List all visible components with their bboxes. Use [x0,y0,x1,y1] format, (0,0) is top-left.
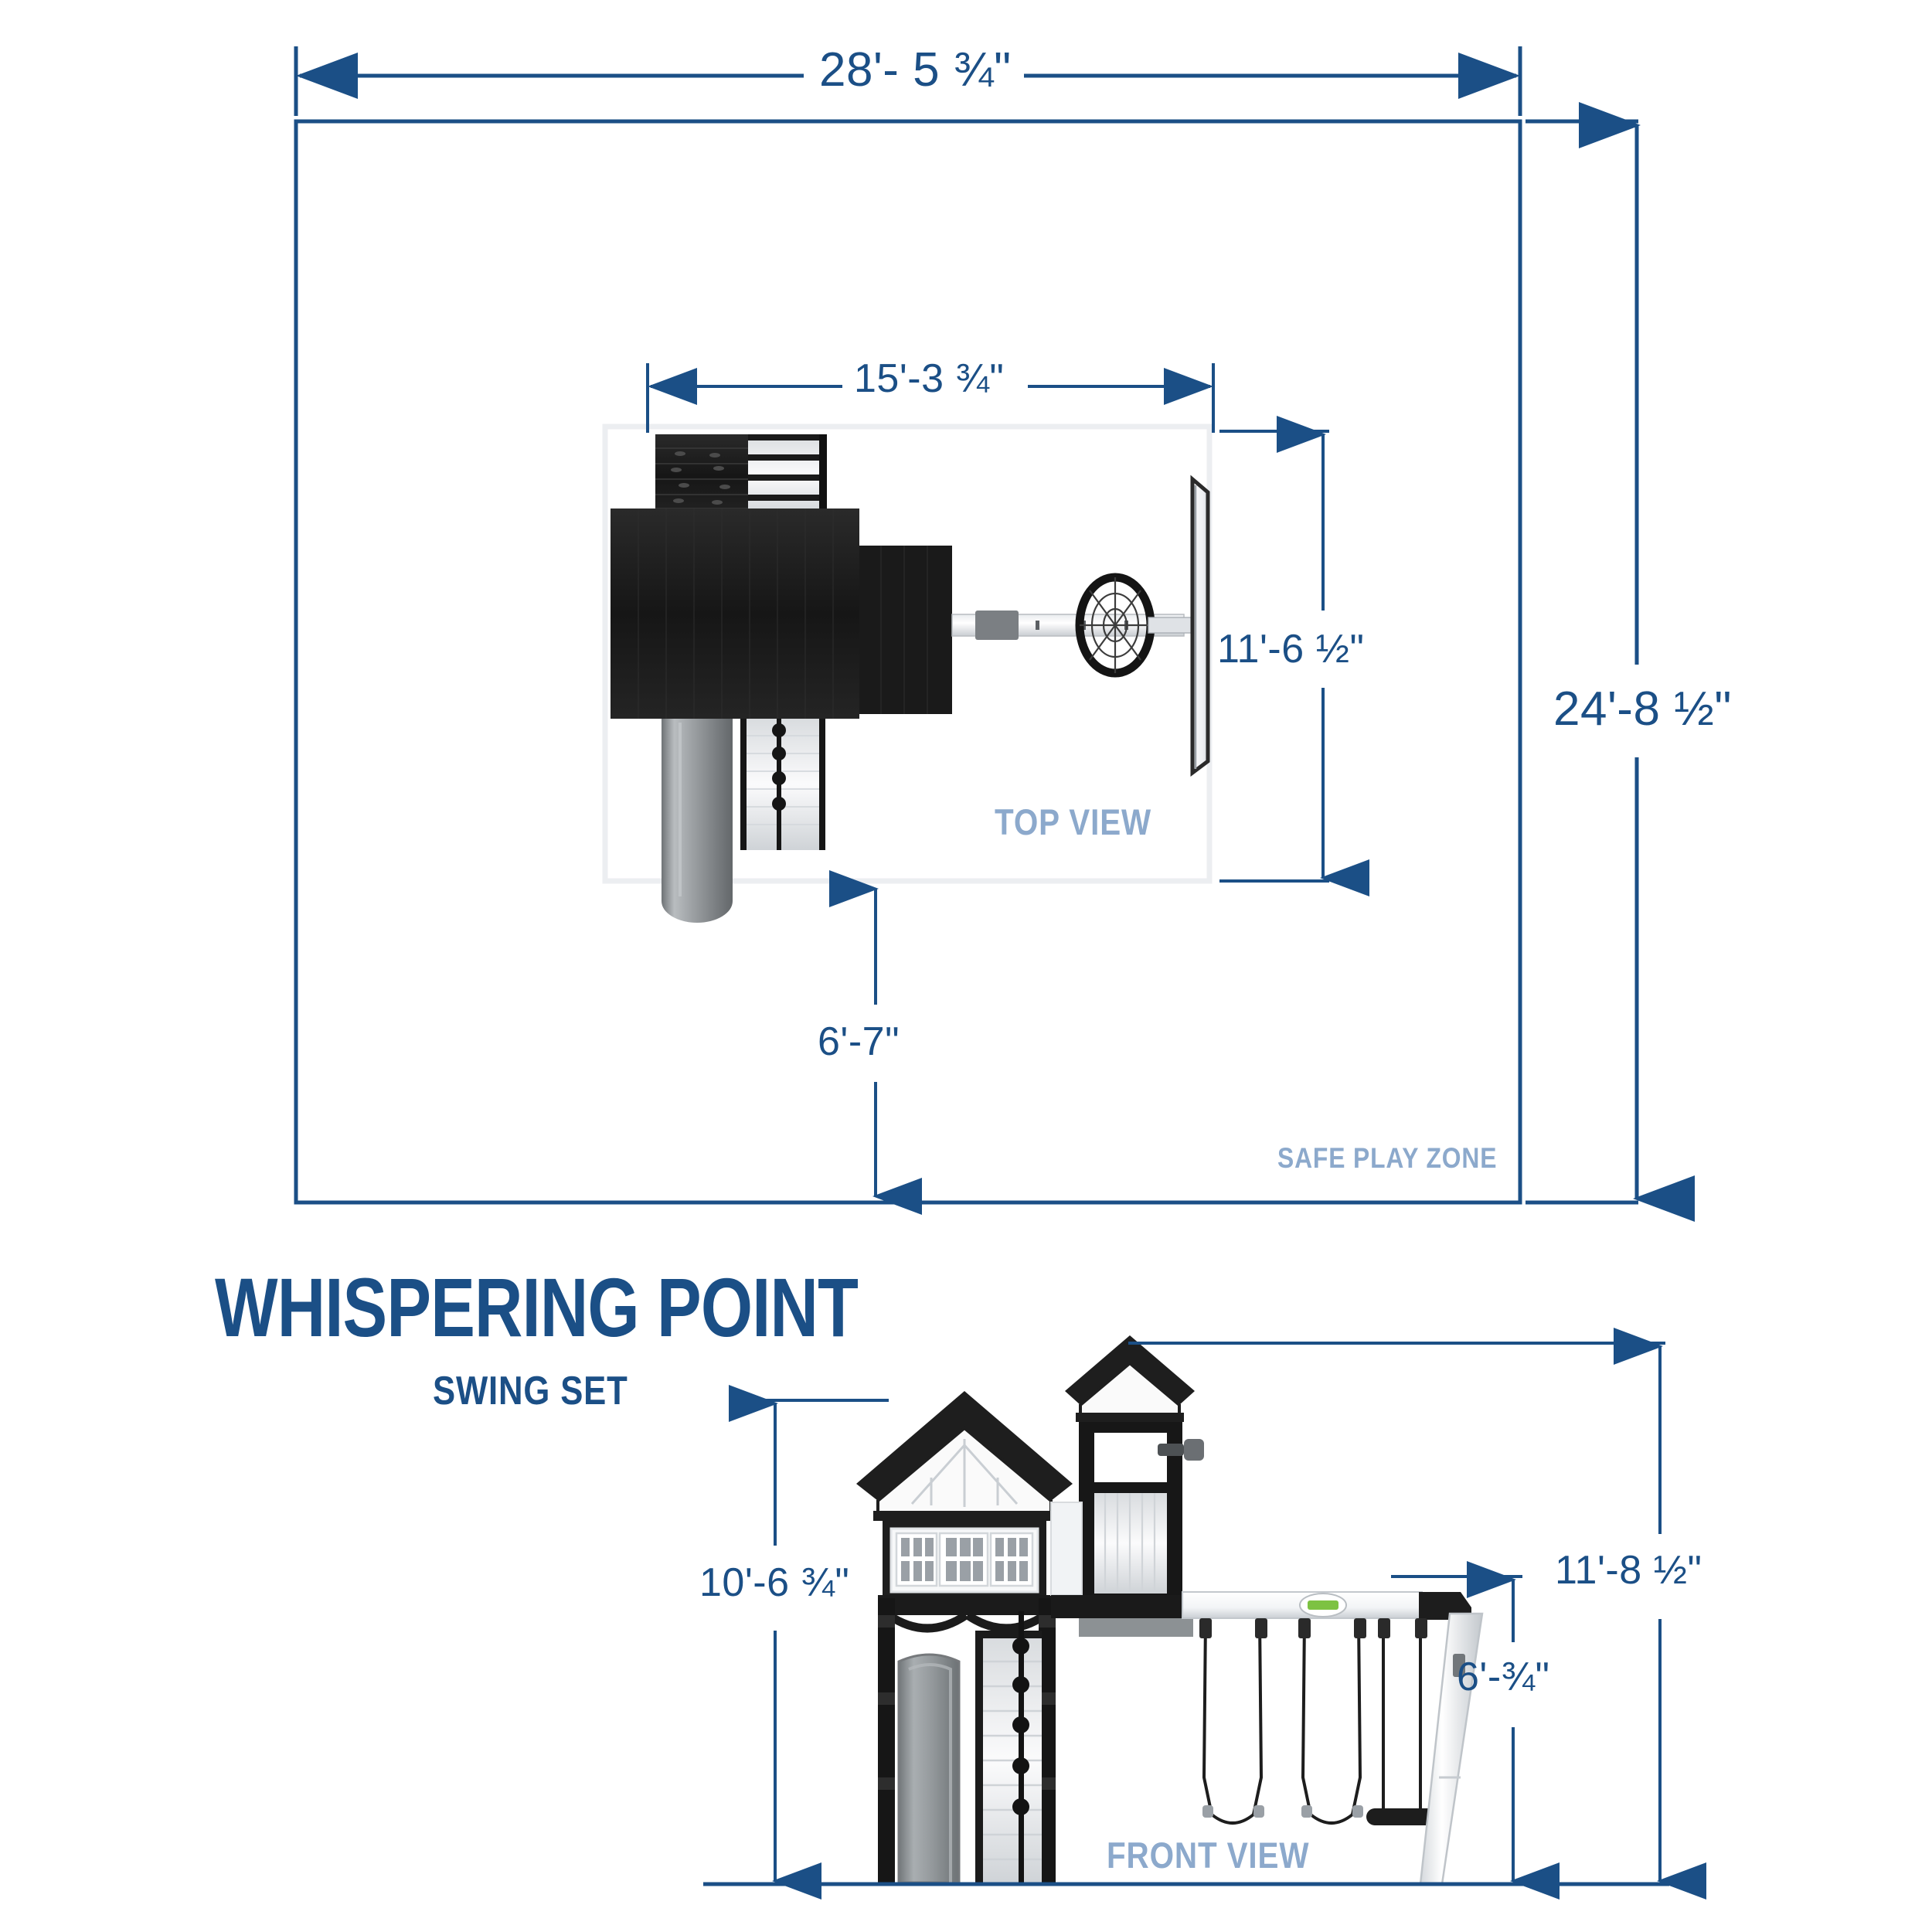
product-title: WHISPERING POINT [215,1260,859,1354]
clubhouse-upper-wall [878,1521,1051,1633]
upper-ladder-top [748,434,827,516]
dimension-clearance: 6'-7" [818,1019,900,1064]
lower-ladder-top [740,719,825,850]
slide-icon [662,719,733,923]
basketball-hoop-icon [1148,474,1210,777]
safe-play-zone-caption: SAFE PLAY ZONE [1277,1142,1498,1174]
climbing-rope-top [772,719,786,850]
clubhouse-windows [895,1532,1034,1587]
dimension-zone-width: 28'- 5 ¾" [819,43,1012,97]
top-view-caption: TOP VIEW [995,801,1152,842]
dimension-beam-height: 6'-¾" [1457,1655,1550,1699]
front-view-caption: FRONT VIEW [1107,1835,1310,1876]
tower-roof-front [1065,1335,1195,1422]
dimension-zone-depth: 24'-8 ½" [1553,682,1732,736]
telescope-icon [1158,1439,1204,1461]
tower-frame [1050,1422,1204,1637]
product-subtitle: SWING SET [433,1369,628,1413]
dimension-unit-depth: 11'-6 ½" [1217,627,1365,672]
tower-roof-body-top [859,546,952,714]
swing-set [1199,1617,1437,1825]
climbing-rope-front [1012,1611,1029,1884]
brand-badge-icon [1299,1593,1347,1617]
slide-icon [897,1653,961,1884]
tire-swing-icon [1075,573,1155,678]
dimension-fort-height: 10'-6 ¾" [699,1560,850,1605]
swing-beam-top [951,611,1185,640]
clubhouse-posts [878,1598,1056,1884]
dimension-overall-height: 11'-8 ½" [1555,1548,1702,1593]
dimension-unit-width: 15'-3 ¾" [854,356,1005,401]
lower-wall-panel [975,1611,1042,1884]
swing-seat [1366,1808,1437,1825]
swing-beam-front [1182,1591,1471,1620]
clubhouse-roof [856,1391,1073,1521]
main-roof-top [611,509,859,719]
tower-roof-top [655,434,748,518]
